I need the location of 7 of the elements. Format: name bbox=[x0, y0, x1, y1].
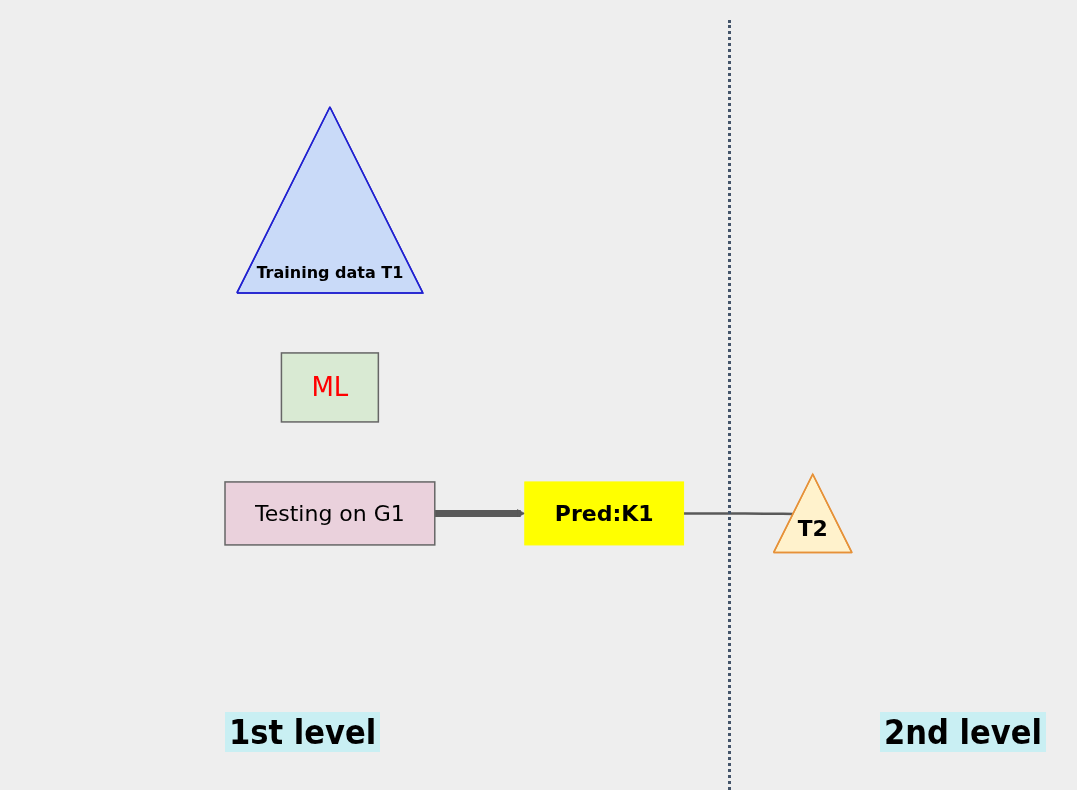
level-label: 1st level bbox=[225, 712, 381, 752]
connector bbox=[683, 512, 794, 516]
level-label: 2nd level bbox=[880, 712, 1046, 752]
arrow bbox=[434, 509, 526, 519]
node-box: Pred:K1 bbox=[524, 481, 685, 546]
node-box: ML bbox=[280, 352, 380, 423]
node-box: Testing on G1 bbox=[224, 481, 436, 546]
